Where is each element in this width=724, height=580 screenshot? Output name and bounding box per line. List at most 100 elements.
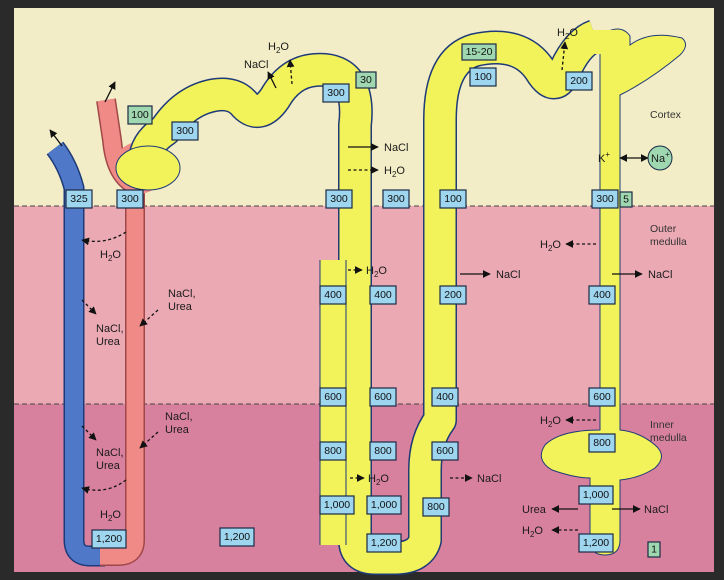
box-text: 1,200: [583, 537, 609, 549]
box-600-collecting: [588, 387, 616, 407]
box-text: 100: [131, 109, 149, 121]
box-800-descending: [319, 441, 347, 461]
box-100-dct: [469, 67, 497, 87]
flow-boxes: 30 15-20 5 1: [355, 43, 661, 558]
box-text: 600: [436, 445, 454, 457]
zone-label-outer-medulla: Outer medulla: [650, 223, 687, 248]
box-text: 15-20: [466, 46, 493, 58]
box-text: 600: [374, 391, 392, 403]
box-1200-collecting: [578, 533, 614, 553]
box-text: 100: [474, 71, 492, 83]
collecting-duct-top: [585, 30, 625, 54]
box-text: 800: [374, 445, 392, 457]
box-text: 5: [623, 194, 629, 206]
flow-box-5: [619, 191, 633, 208]
zone-outer-line2: medulla: [650, 236, 687, 248]
label-h2o-outer-cd: H2O: [540, 239, 561, 253]
vasa-recta-artery: [97, 98, 144, 565]
box-800-ascending: [422, 497, 450, 517]
label-h2o-inner: H2O: [368, 473, 389, 487]
label-h2o-vasa-outer: H2O: [100, 249, 121, 263]
flow-box-15-20: [461, 43, 497, 61]
label-nacl-thin-ascending: NaCl: [477, 473, 501, 485]
box-text: 300: [596, 193, 614, 205]
box-1000-collecting: [578, 485, 614, 505]
zone-inner-line2: medulla: [650, 432, 687, 444]
arrow-h2o-vasa-outer: [81, 231, 127, 246]
box-300-descending: [325, 189, 353, 209]
box-text: 300: [387, 193, 405, 205]
arrow-nacl-urea-inner-artery: [139, 431, 159, 449]
box-text: 300: [121, 193, 139, 205]
zone-outer-line1: Outer: [650, 223, 677, 235]
arrow-h2o-pct: [286, 59, 295, 85]
label-nacl-ascending: NaCl: [496, 269, 520, 281]
label-na-plus: Na+: [651, 150, 670, 165]
box-1200-interstitium: [219, 527, 255, 547]
box-400-ascending: [431, 387, 459, 407]
bowmans-capsule: [115, 145, 181, 191]
label-h2o-cortex: H2O: [384, 165, 405, 179]
box-300-glomerulus: [171, 121, 199, 141]
box-text: 600: [324, 391, 342, 403]
label-h2o-papilla: H2O: [522, 525, 543, 539]
label-nacl-urea-artery-inner: NaCl, Urea: [165, 411, 196, 436]
label-nacl-urea-vein-outer: NaCl, Urea: [96, 323, 127, 348]
zone-inner-line1: Inner: [650, 419, 674, 431]
box-text: 1,200: [224, 531, 250, 543]
arrow-nacl-pct: [267, 71, 277, 89]
box-text: 1,000: [583, 489, 609, 501]
box-100-ascending: [439, 189, 467, 209]
text-labels: H2O NaCl NaCl H2O H2O H2O NaCl NaCl H2O …: [96, 27, 673, 539]
box-100-afferent: [127, 105, 153, 125]
box-text: 600: [593, 391, 611, 403]
box-300-collecting: [591, 189, 619, 209]
arrow-afferent-in: [104, 81, 116, 103]
box-text: 1,000: [324, 499, 350, 511]
box-text: 30: [360, 74, 372, 86]
box-text: 400: [593, 289, 611, 301]
box-text: 1,200: [96, 533, 122, 545]
box-600-ascending: [431, 441, 459, 461]
label-h2o-pct: H2O: [268, 41, 289, 55]
zone-label-inner-medulla: Inner medulla: [650, 419, 687, 444]
box-text: 300: [330, 193, 348, 205]
vasa-recta-vein: [47, 142, 105, 565]
box-300-artery: [116, 189, 144, 209]
box-text: 200: [570, 75, 588, 87]
box-300-interstitium: [382, 189, 410, 209]
box-800-collecting: [588, 433, 616, 453]
box-1200-vasa: [91, 529, 127, 549]
box-325-vein: [65, 189, 93, 209]
arrow-vein-out: [49, 129, 63, 147]
box-1000-descending: [319, 495, 355, 515]
label-h2o-inner-cd: H2O: [540, 415, 561, 429]
label-urea-papilla: Urea: [522, 504, 547, 516]
transport-arrows: [49, 41, 649, 534]
label-h2o-vasa-inner: H2O: [100, 509, 121, 523]
box-text: 800: [593, 437, 611, 449]
nephron-tubule: [129, 21, 602, 574]
label-nacl-urea-artery-outer: NaCl, Urea: [168, 288, 199, 313]
box-1000-interstitium: [366, 495, 402, 515]
box-text: 200: [444, 289, 462, 301]
box-text: 400: [324, 289, 342, 301]
box-400-collecting: [588, 285, 616, 305]
label-nacl-pct: NaCl: [244, 59, 268, 71]
box-text: 400: [374, 289, 392, 301]
box-400-descending: [319, 285, 347, 305]
label-nacl-papilla: NaCl: [644, 504, 668, 516]
box-text: 1,000: [371, 499, 397, 511]
box-text: 400: [436, 391, 454, 403]
box-text: 100: [444, 193, 462, 205]
box-600-descending: [319, 387, 347, 407]
arrow-nacl-urea-into-artery: [139, 309, 159, 327]
box-800-interstitium: [369, 441, 397, 461]
box-300-pct: [322, 83, 350, 103]
box-text: 300: [327, 87, 345, 99]
label-h2o-descending: H2O: [366, 265, 387, 279]
label-h2o-top: H2O: [557, 27, 578, 41]
label-k-plus: K+: [598, 150, 610, 165]
box-400-interstitium: [369, 285, 397, 305]
